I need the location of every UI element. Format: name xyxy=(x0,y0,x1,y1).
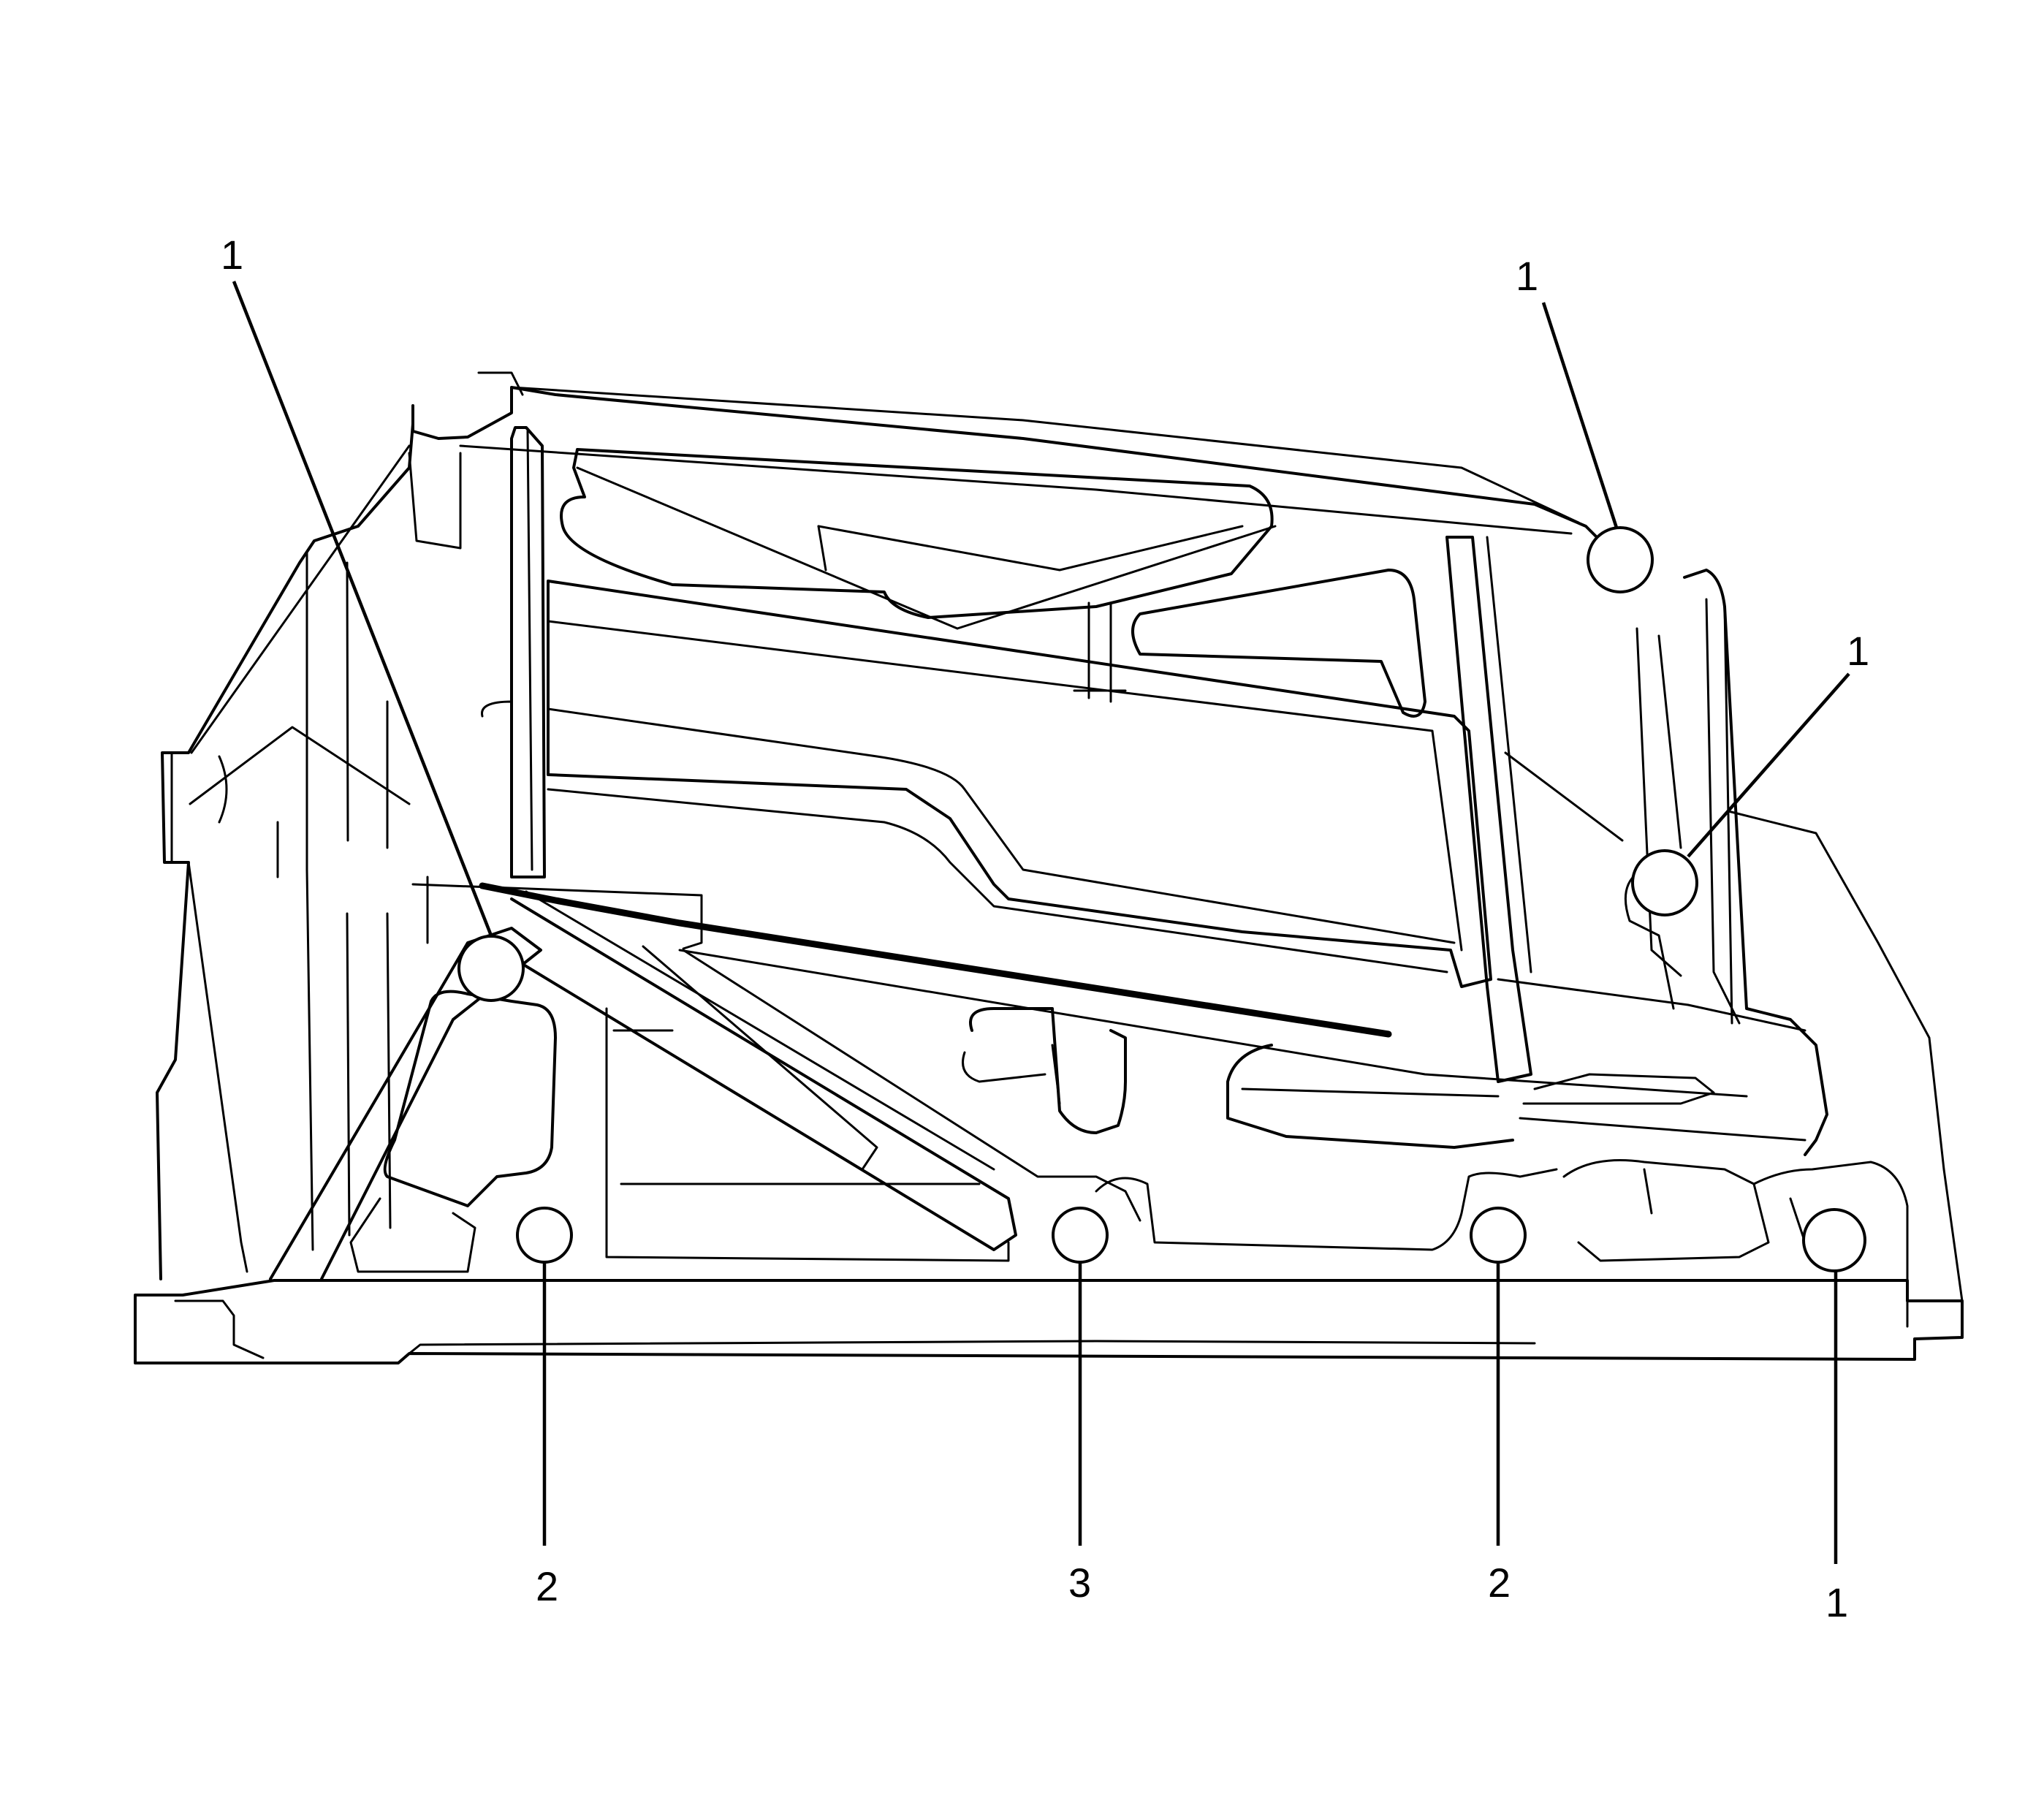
right-outer-housing xyxy=(1683,569,1828,1156)
right-bracket xyxy=(1445,536,1532,1083)
housing-drawing xyxy=(134,371,1964,1364)
diagonal-strut-right xyxy=(510,897,1017,1251)
left-lower-pocket xyxy=(383,990,557,1207)
central-panel xyxy=(547,580,1492,988)
bolt-hole-bottom-right xyxy=(1470,1207,1527,1264)
center-lower-pocket xyxy=(969,1007,1127,1134)
diagonal-strut-left xyxy=(269,927,542,1280)
right-lower-pocket xyxy=(1226,1044,1514,1149)
callout-top-right: 1 xyxy=(1516,253,1538,299)
right-upper-pocket xyxy=(1131,569,1426,718)
bolt-hole-right-mid xyxy=(1631,849,1698,916)
bolt-holes xyxy=(457,526,1866,1272)
bolt-hole-left-mid xyxy=(457,935,525,1002)
left-housing-wall xyxy=(156,422,414,1280)
callout-bottom-3: 3 xyxy=(1068,1560,1091,1606)
base-flange xyxy=(134,1279,1964,1364)
lower-rail-seam xyxy=(479,882,1392,1038)
callout-right-mid: 1 xyxy=(1847,628,1869,674)
callout-bottom-2-right: 2 xyxy=(1488,1560,1511,1606)
bolt-hole-bottom-center xyxy=(1052,1207,1109,1264)
upper-window xyxy=(560,448,1274,619)
callout-labels: 1 1 1 2 3 2 1 xyxy=(221,232,1869,1625)
callout-bottom-1-right: 1 xyxy=(1825,1579,1848,1625)
vertical-strut xyxy=(510,426,546,878)
bolt-hole-bottom-far-right xyxy=(1802,1208,1866,1272)
leader-lines xyxy=(232,281,1850,1564)
bolt-hole-top-right xyxy=(1587,526,1654,593)
bolt-hole-bottom-left xyxy=(516,1207,573,1264)
callout-bottom-2-left: 2 xyxy=(536,1563,558,1609)
callout-top-left: 1 xyxy=(221,232,243,278)
